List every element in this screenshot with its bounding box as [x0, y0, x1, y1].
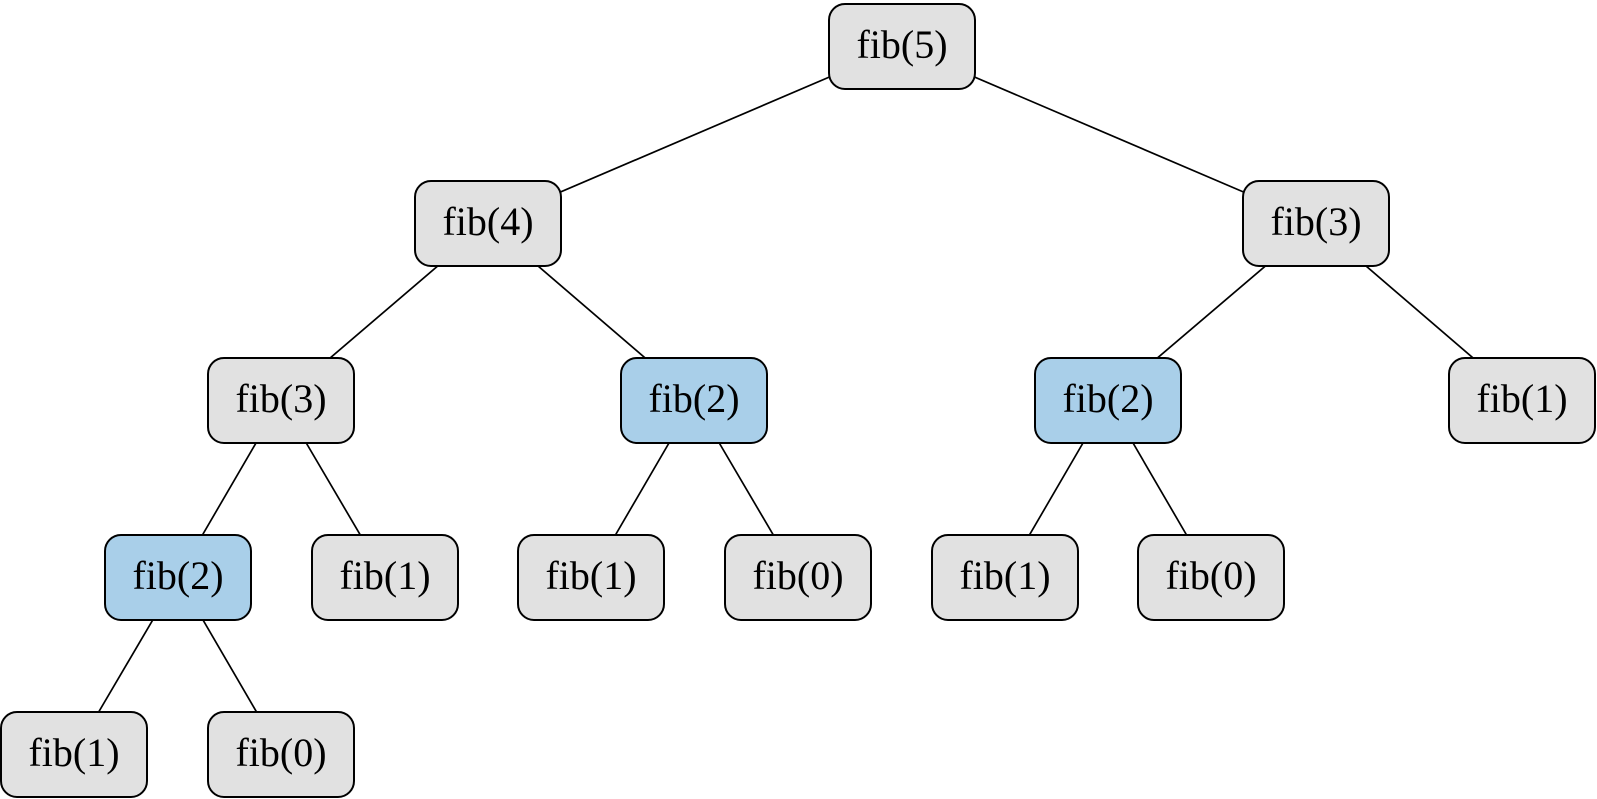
tree-node-fib3-r: fib(3)	[1242, 179, 1390, 267]
tree-node-fib0-r4: fib(0)	[1137, 533, 1285, 621]
tree-node-fib0-l5: fib(0)	[207, 710, 355, 798]
tree-node-label: fib(0)	[235, 730, 327, 775]
tree-node-fib2-m: fib(2)	[620, 356, 768, 444]
tree-node-label: fib(3)	[1270, 199, 1362, 244]
tree-node-label: fib(2)	[648, 376, 740, 421]
tree-node-fib3-l: fib(3)	[207, 356, 355, 444]
tree-node-fib1-l5: fib(1)	[0, 710, 148, 798]
tree-node-fib2-r: fib(2)	[1034, 356, 1182, 444]
tree-node-label: fib(1)	[339, 553, 431, 598]
tree-node-fib1-r4: fib(1)	[931, 533, 1079, 621]
tree-node-fib4: fib(4)	[414, 179, 562, 267]
tree-node-label: fib(4)	[442, 199, 534, 244]
tree-node-fib1-m4: fib(1)	[517, 533, 665, 621]
tree-node-fib2-ll: fib(2)	[104, 533, 252, 621]
tree-node-label: fib(0)	[1165, 553, 1257, 598]
tree-node-fib0-m4: fib(0)	[724, 533, 872, 621]
tree-node-label: fib(1)	[545, 553, 637, 598]
tree-node-label: fib(1)	[1476, 376, 1568, 421]
tree-node-fib1-l4: fib(1)	[311, 533, 459, 621]
tree-node-label: fib(5)	[856, 22, 948, 67]
tree-node-fib5: fib(5)	[828, 2, 976, 90]
tree-node-label: fib(2)	[132, 553, 224, 598]
tree-node-label: fib(3)	[235, 376, 327, 421]
tree-node-label: fib(2)	[1062, 376, 1154, 421]
tree-node-label: fib(0)	[752, 553, 844, 598]
tree-node-label: fib(1)	[959, 553, 1051, 598]
tree-node-fib1-r3: fib(1)	[1448, 356, 1596, 444]
tree-node-label: fib(1)	[28, 730, 120, 775]
